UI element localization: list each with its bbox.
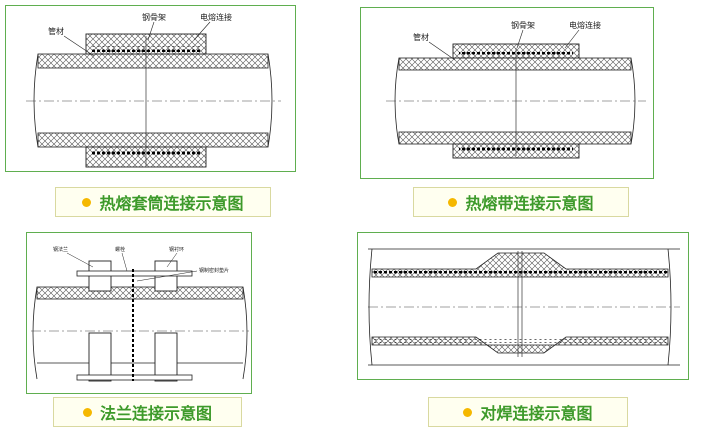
band-caption: 热熔带连接示意图 (413, 187, 629, 217)
band-diagram (386, 29, 646, 159)
gasket-label: 钢制密封垫片 (199, 268, 230, 274)
flange-diagram-panel: 钢法兰 螺栓 钢衬环 钢制密封垫片 (26, 232, 252, 394)
pipe-label: 管材 (413, 33, 429, 42)
pipe-label: 管材 (48, 27, 64, 36)
bullet-icon (448, 197, 458, 207)
band-diagram-panel: 管材 钢骨架 电熔连接 (360, 7, 654, 179)
skeleton-label: 钢骨架 (511, 21, 535, 30)
flange-caption: 法兰连接示意图 (53, 397, 242, 427)
sleeve-diagram-panel: 管材 钢骨架 电熔连接 (5, 5, 296, 172)
flange-label: 钢法兰 (53, 247, 69, 253)
joint-label: 电熔连接 (569, 21, 601, 30)
butt-weld-diagram-panel (357, 232, 689, 380)
bullet-icon (82, 197, 92, 207)
skeleton-label: 钢骨架 (142, 13, 166, 22)
ring-label: 钢衬环 (169, 247, 185, 253)
bullet-icon (82, 407, 92, 417)
joint-label: 电熔连接 (200, 13, 232, 22)
butt-weld-caption: 对焊连接示意图 (428, 397, 628, 427)
butt-weld-diagram (368, 248, 680, 366)
flange-diagram (31, 252, 249, 382)
bolt-label: 螺栓 (115, 247, 126, 253)
sleeve-diagram (26, 21, 281, 168)
bullet-icon (463, 407, 473, 417)
sleeve-caption: 热熔套筒连接示意图 (55, 187, 271, 217)
